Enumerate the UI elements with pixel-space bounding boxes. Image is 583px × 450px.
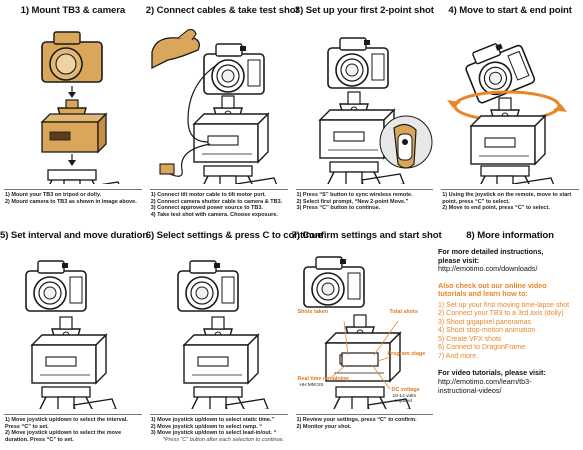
panel-mount: 1) Mount TB3 & camera 1) Mount your TB3 …	[0, 0, 146, 225]
info-video-1: For video tutorials, please visit:	[438, 368, 546, 378]
downloads-link[interactable]: http://emotimo.com/downloads/	[438, 264, 538, 274]
panel-setup-shot: 3) Set up your first 2-point shot 1) Pre…	[292, 0, 438, 225]
mount-illustration	[31, 31, 123, 184]
step: 1) Connect tilt motor cable to tilt moto…	[150, 192, 266, 198]
cables-illustration	[151, 28, 279, 184]
step: 2) Move to end point, press “C” to selec…	[442, 205, 550, 212]
step-list: 1) Using the joystick on the remote, mov…	[442, 192, 581, 212]
info-intro-1: For more detailed instructions,	[438, 247, 544, 256]
divider	[441, 189, 579, 190]
step-list: 1) Connect tilt motor cable to tilt moto…	[151, 192, 290, 218]
move-illustration	[447, 34, 568, 184]
step: point, press “C” to select.	[442, 198, 510, 205]
step-list: 1) Press “S” button to sync wireless rem…	[297, 192, 436, 212]
step: 2) Move joystick up/down to select the m…	[5, 430, 122, 437]
step-list: 1) Move joystick up/down to select the i…	[5, 417, 144, 443]
tutorial-item: 2) Connect your TB3 to a 3rd axis (dolly…	[438, 310, 564, 318]
panel-title: 4) Move to start & end point	[448, 5, 572, 16]
remote-illustration	[312, 37, 432, 184]
label-voltage-req-2: required	[394, 399, 413, 404]
step: 3) Connect approved power source to TB3.	[150, 205, 263, 212]
interval-illustration	[25, 260, 117, 409]
label-shots-taken: Shots taken	[297, 309, 329, 315]
divider	[295, 414, 434, 415]
label-time-format: HH:MM:SS	[299, 383, 324, 388]
step: 2) Monitor your shot.	[296, 423, 352, 430]
label-dc-voltage: DC voltage	[391, 387, 420, 393]
settings-illustration	[176, 260, 269, 409]
step: 1) Move joystick up/down to select stati…	[150, 417, 275, 423]
step: 1) Move joystick up/down to select the i…	[5, 417, 128, 423]
video-link-2[interactable]: instructional-videos/	[438, 385, 502, 395]
step-list: 1) Mount your TB3 on tripod or dolly. 2)…	[5, 192, 144, 205]
tutorial-item: 5) Create VFX shots	[438, 335, 502, 343]
confirm-illustration	[302, 256, 411, 409]
panel-start-end: 4) Move to start & end point 1) Using th…	[437, 0, 583, 225]
divider	[149, 414, 288, 415]
step: 2) Move joystick up/down to select ramp.…	[150, 423, 262, 430]
label-voltage-req-1: 10-14 volts	[392, 394, 416, 399]
tutorial-item: 6) Connect to DragonFrame	[438, 344, 526, 352]
step: 2) Select first prompt, “New 2-point Mov…	[296, 198, 409, 205]
step: 1) Using the joystick on the remote, mov…	[442, 192, 572, 198]
step: 3) Press “C” button to continue.	[296, 205, 381, 212]
step: 2) Mount camera to TB3 as shown in image…	[5, 198, 137, 205]
info-also-1: Also check out our online video	[438, 280, 547, 290]
panel-title: 7) Confirm settings and start shot	[291, 230, 442, 241]
label-real-time-remaining: Real time remaining	[297, 376, 349, 382]
divider	[295, 189, 434, 190]
divider	[4, 414, 142, 415]
step: 4) Take test shot with camera. Choose ex…	[150, 211, 278, 218]
panel-connect-cables: 2) Connect cables & take test shot 1) Co…	[145, 0, 299, 225]
panel-title: 1) Mount TB3 & camera	[20, 5, 126, 16]
panel-title: 5) Set interval and move duration	[0, 230, 149, 241]
panel-title: 3) Set up your first 2-point shot	[294, 5, 434, 16]
info-intro-2: please visit:	[438, 255, 480, 265]
panel-interval: 5) Set interval and move duration 1) Mov…	[0, 225, 149, 450]
step: 1) Press “S” button to sync wireless rem…	[296, 192, 413, 198]
tutorial-list: 1) Set up your first moving time-lapse s…	[438, 302, 583, 362]
tutorial-item: 7) And more.	[438, 352, 479, 360]
label-program-stage: Program stage	[387, 351, 426, 357]
step-list: 1) Review your settings, press “C” to co…	[297, 417, 436, 430]
step: 1) Review your settings, press “C” to co…	[296, 417, 417, 423]
video-link-1[interactable]: http://emotimo.com/learn/tb3-	[438, 377, 532, 387]
panel-title: 8) More information	[466, 230, 554, 241]
panel-confirm: 7) Confirm settings and start shot Shots…	[291, 225, 442, 450]
step: duration. Press “C” to set.	[5, 436, 74, 443]
step: 2) Connect camera shutter cable to camer…	[150, 198, 283, 205]
panel-title: 2) Connect cables & take test shot	[145, 5, 299, 16]
divider	[149, 189, 288, 190]
panel-settings: 6) Select settings & press C to continue…	[145, 225, 323, 450]
step: 3) Move joystick up/down to select lead-…	[150, 430, 277, 437]
tutorial-item: 1) Set up your first moving time-lapse s…	[438, 301, 570, 309]
divider	[4, 189, 142, 190]
tutorial-item: 4) Shoot stop-motion animation	[438, 327, 536, 335]
tutorial-item: 3) Shoot gigapixel panoramas	[438, 318, 532, 326]
step: Press “C” to set.	[5, 423, 49, 430]
panel-title: 6) Select settings & press C to continue	[145, 230, 323, 241]
step-note: *Press “C” button after each selection t…	[162, 436, 285, 443]
more-info-content: For more detailed instructions, please v…	[438, 247, 583, 395]
step: 1) Mount your TB3 on tripod or dolly.	[5, 192, 102, 198]
panel-more-info: 8) More information	[437, 225, 583, 450]
label-total-shots: Total shots	[389, 309, 418, 315]
info-also-2: tutorials and learn how to:	[438, 289, 528, 299]
step-list: 1) Move joystick up/down to select stati…	[151, 417, 290, 443]
